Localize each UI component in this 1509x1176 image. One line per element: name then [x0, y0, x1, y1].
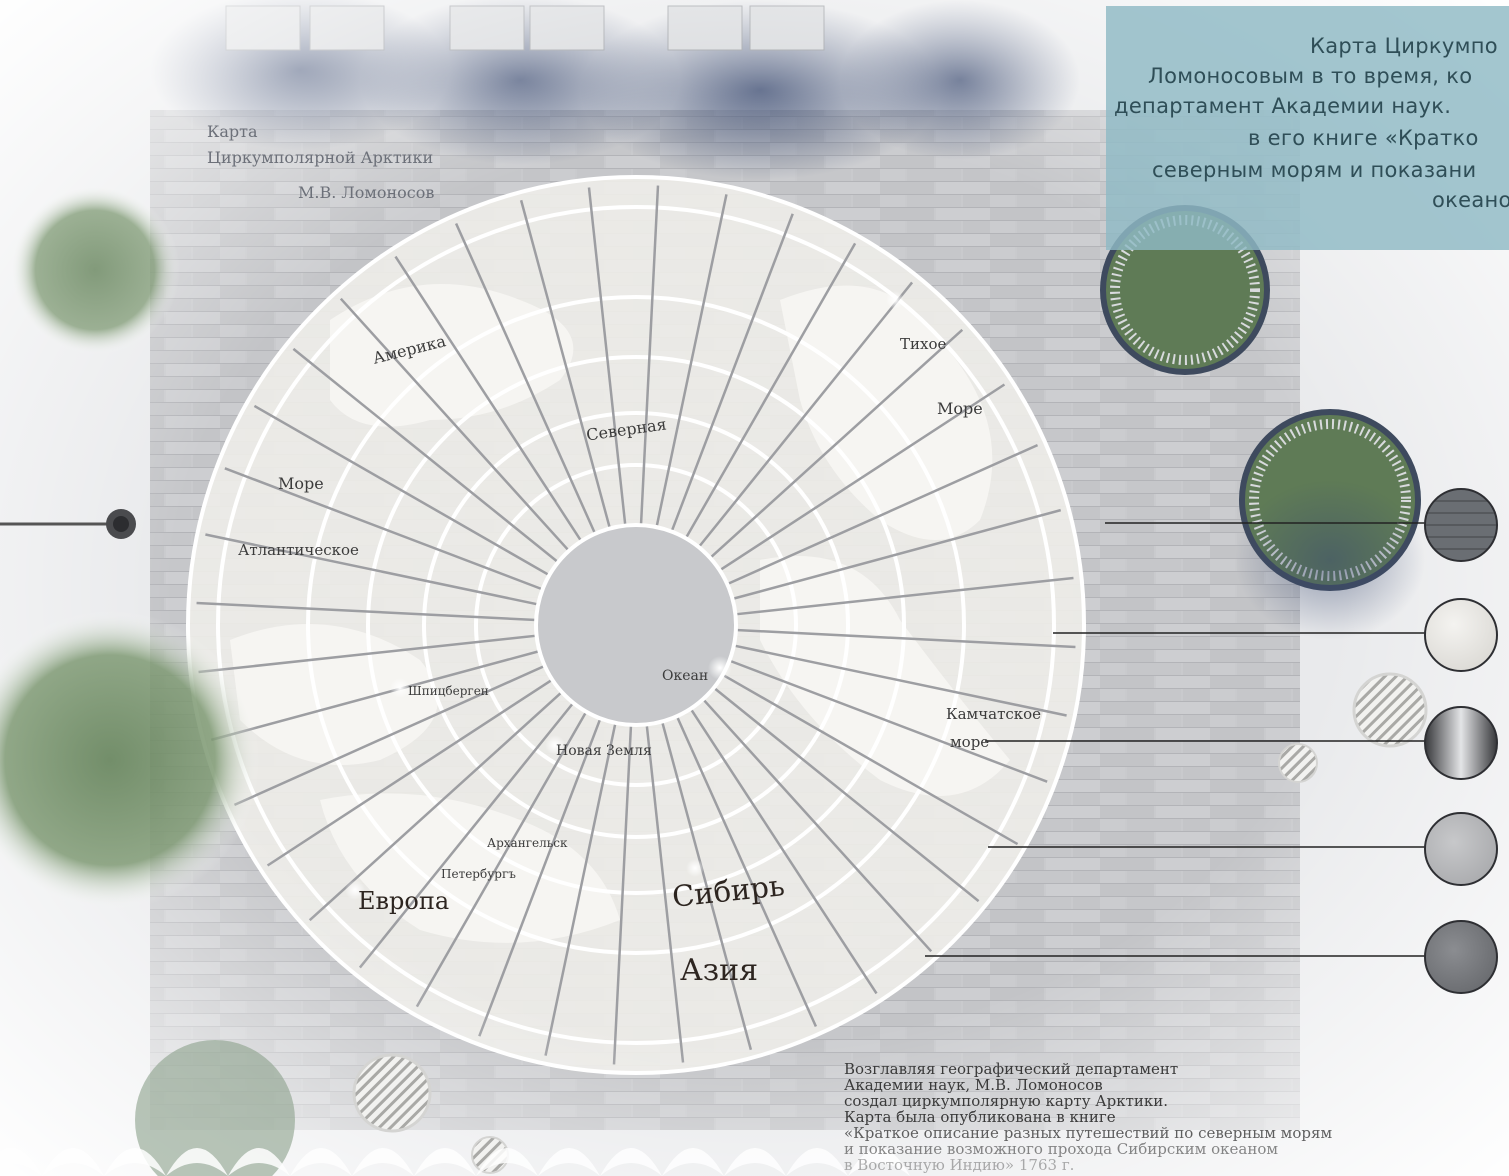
description-line: в его книге «Кратко — [1248, 126, 1479, 150]
leaf-shape — [476, 1148, 538, 1176]
material-swatch-dark-paving — [1424, 488, 1498, 562]
map-label-sea: Море — [937, 399, 983, 418]
map-title-line: Циркумполярной Арктики — [207, 148, 434, 167]
map-author: М.В. Ломоносов — [298, 183, 435, 202]
map-label-arkhangelsk: Архангельск — [487, 836, 568, 850]
tree — [0, 610, 260, 910]
material-swatch-dark-concrete — [1424, 920, 1498, 994]
map-label-petersburg: Петербургъ — [441, 867, 516, 881]
leaf-shape — [662, 1148, 724, 1176]
leader-lines — [925, 522, 1430, 957]
map-label-europe: Европа — [358, 887, 450, 915]
description-line: департамент Академии наук. — [1114, 94, 1452, 118]
hatched-disc — [1352, 672, 1428, 748]
material-swatch-steel — [1424, 706, 1498, 780]
lamp-post — [0, 509, 136, 539]
tree-planter — [135, 1040, 295, 1176]
leaf-shape — [166, 1148, 228, 1176]
bottom-text-line: «Краткое описание разных путешествий по … — [844, 1124, 1333, 1142]
material-swatch-light-marble — [1424, 598, 1498, 672]
bottom-text-line: Возглавляя географический департамент — [844, 1060, 1179, 1078]
leaf-shape — [104, 1148, 166, 1176]
tree-planter — [1249, 419, 1411, 581]
leaf-border — [0, 1148, 910, 1176]
leaf-shape — [724, 1148, 786, 1176]
description-line: северным морям и показани — [1152, 158, 1477, 182]
map-label-asia: Азия — [680, 953, 759, 988]
description-line: Карта Циркумпо — [1310, 34, 1498, 58]
bottom-text-line: создал циркумполярную карту Арктики. — [844, 1092, 1169, 1110]
leaf-shape — [538, 1148, 600, 1176]
leaf-shape — [786, 1148, 848, 1176]
bottom-text-line: в Восточную Индию» 1763 г. — [844, 1156, 1075, 1174]
tree — [10, 185, 180, 355]
hatched-disc — [352, 1053, 432, 1133]
map-label-sea: море — [950, 733, 990, 751]
leaf-shape — [848, 1148, 910, 1176]
description-line: океано — [1432, 188, 1509, 212]
sparkles — [345, 291, 904, 900]
map-label-ocean: Океан — [662, 668, 709, 684]
map-label-sea: Море — [278, 474, 324, 493]
map-label-novaya-zemlya: Новая Земля — [556, 743, 652, 759]
leaf-shape — [290, 1148, 352, 1176]
bottom-text-line: Академии наук, М.В. Ломоносов — [844, 1076, 1103, 1094]
material-swatch-light-concrete — [1424, 812, 1498, 886]
map-label-spitsbergen: Шпицберген — [408, 684, 489, 698]
leaf-shape — [352, 1148, 414, 1176]
leaf-shape — [42, 1148, 104, 1176]
map-label-atlantic: Атлантическое — [238, 541, 359, 559]
tree-planter — [1110, 215, 1260, 365]
map-title-line: Карта — [207, 122, 258, 141]
leaf-shape — [0, 1148, 42, 1176]
description-panel: Карта Циркумпо Ломоносовым в то время, к… — [1106, 6, 1509, 250]
leaf-shape — [228, 1148, 290, 1176]
trees — [0, 185, 1425, 1176]
description-line: Ломоносовым в то время, ко — [1148, 64, 1473, 88]
hatched-disc — [1278, 743, 1318, 783]
map-label-kamchatka: Камчатское — [946, 705, 1042, 723]
bottom-text-line: Карта была опубликована в книге — [844, 1108, 1116, 1126]
leaf-shape — [600, 1148, 662, 1176]
leaf-shape — [414, 1148, 476, 1176]
map-label-pacific: Тихое — [900, 335, 947, 353]
bottom-text-line: и показание возможного прохода Сибирским… — [844, 1140, 1279, 1158]
